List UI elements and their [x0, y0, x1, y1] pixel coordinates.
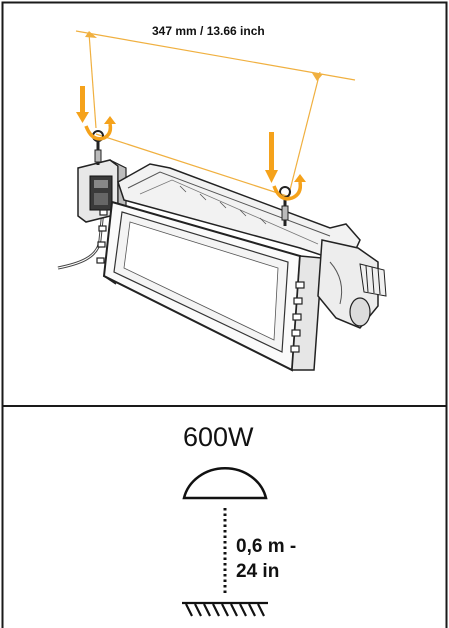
- distance-line-2: 24 in: [236, 561, 279, 582]
- wattage-label: 600W: [183, 422, 254, 452]
- top-panel: 347 mm / 13.66 inch: [57, 24, 387, 372]
- rotate-arrow-icon: [84, 116, 116, 141]
- rotate-arrow-icon: [272, 174, 306, 201]
- hatched-ground-icon: [182, 601, 268, 617]
- distance-line-1: 0,6 m -: [236, 536, 296, 557]
- lamp-body: [96, 163, 387, 372]
- down-arrow-icon: [265, 132, 278, 183]
- driver-box: [77, 159, 127, 223]
- dimension-arrow-left-icon: [85, 31, 97, 38]
- dimension-arrow-right-icon: [312, 73, 323, 81]
- down-arrow-icon: [76, 86, 89, 123]
- dimension-label: 347 mm / 13.66 inch: [152, 24, 265, 38]
- bottom-panel: 600W 0,6 m - 24 in: [182, 422, 296, 617]
- dimension-lines: [75, 30, 356, 198]
- dome-lamp-icon: [182, 466, 268, 500]
